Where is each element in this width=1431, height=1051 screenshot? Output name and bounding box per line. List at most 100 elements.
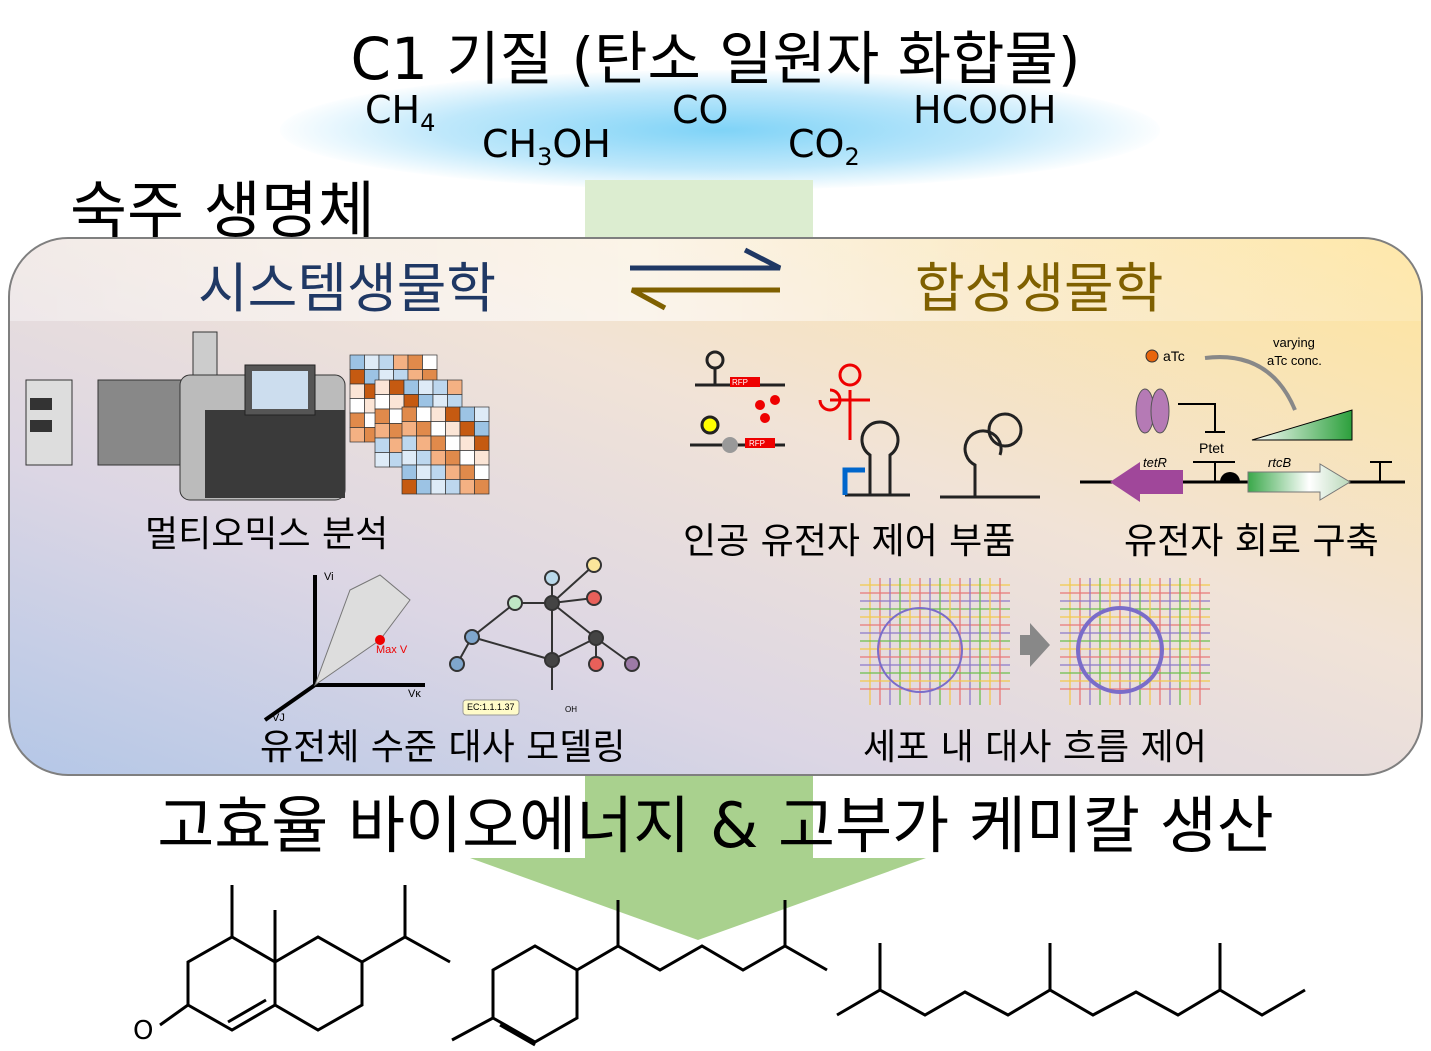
host-box (8, 237, 1423, 776)
heatmap-cell (430, 421, 446, 437)
heatmap-cell (374, 394, 390, 410)
flux-control-label: 세포 내 대사 흐름 제어 (863, 727, 1207, 768)
heatmap-cell (374, 423, 390, 439)
heatmap-cell (445, 406, 461, 422)
chem-ch3oh: CH3OH (482, 122, 611, 171)
pathway-line (1060, 578, 1210, 705)
vi-label: Vi (324, 571, 334, 583)
heatmap-cell (401, 450, 417, 466)
heatmap-cell (474, 464, 490, 480)
heatmap-cell (445, 450, 461, 466)
heatmap-cell (432, 379, 448, 395)
rfp-label-2: RFP (749, 439, 765, 448)
heatmap-cell (349, 427, 365, 443)
tetr-label: tetR (1143, 455, 1167, 470)
systems-biology-label: 시스템생물학 (198, 257, 497, 320)
heatmap-cell (378, 354, 394, 370)
heatmap-cell (349, 398, 365, 414)
heatmap-cell (416, 450, 432, 466)
heatmap-cell (374, 408, 390, 424)
heatmap-cell (416, 464, 432, 480)
heatmap-cell (393, 354, 409, 370)
heatmap-cell (374, 437, 390, 453)
heatmap-cell (389, 379, 405, 395)
pathway-line (860, 578, 1010, 705)
multiomics-label: 멀티오믹스 분석 (145, 514, 389, 555)
metabolic-modeling-label: 유전체 수준 대사 모델링 (260, 727, 626, 768)
heatmap-cell (374, 452, 390, 468)
gene-circuit-icon (1080, 349, 1405, 502)
heatmap-cell (401, 435, 417, 451)
pathway-line (1060, 578, 1210, 705)
heatmap-cell (445, 464, 461, 480)
heatmap-cell (474, 421, 490, 437)
heatmap-cell (374, 379, 390, 395)
ketone-oxygen-label: O (133, 1016, 154, 1046)
page-title: C1 기질 (탄소 일원자 화합물) (350, 25, 1081, 93)
flux-space-icon (263, 574, 425, 722)
heatmap-cell (349, 369, 365, 385)
vk-label: Vκ (408, 688, 421, 700)
pathway-line (1060, 578, 1210, 705)
rfp-label: RFP (732, 378, 748, 387)
heatmap-cell (459, 421, 475, 437)
pathway-line (860, 578, 1010, 705)
heatmap-cell (430, 435, 446, 451)
product-line: 고효율 바이오에너지 & 고부가 케미칼 생산 (157, 789, 1274, 862)
heatmap-cell (349, 412, 365, 428)
maxv-label: Max V (376, 644, 408, 656)
heatmap-cell (416, 421, 432, 437)
atc-conc-label: aTc conc. (1267, 353, 1322, 368)
flux-control-icon (860, 578, 1210, 705)
heatmap-cell (445, 479, 461, 495)
atc-label: aTc (1163, 348, 1185, 364)
heatmap-cell (349, 354, 365, 370)
box-header (10, 239, 1421, 321)
genetic-parts-label: 인공 유전자 제어 부품 (683, 521, 1016, 562)
gene-circuit-label: 유전자 회로 구축 (1124, 521, 1379, 562)
heatmap-cell (364, 354, 380, 370)
chem-ch4: CH4 (365, 88, 436, 137)
heatmap-cell (430, 464, 446, 480)
flow-band-lower (585, 776, 813, 860)
heatmap-cell (349, 383, 365, 399)
heatmap-cell (416, 406, 432, 422)
heatmap-cell (459, 479, 475, 495)
product-molecules-icon (159, 885, 1306, 1047)
heatmap-cell (447, 379, 463, 395)
heatmap-cell (401, 421, 417, 437)
ec-label: EC:1.1.1.37 (467, 702, 515, 712)
heatmap-cell (416, 479, 432, 495)
genetic-parts-icon (690, 350, 1040, 499)
heatmap-cell (422, 354, 438, 370)
heatmap-cell (430, 406, 446, 422)
vj-label: VJ (272, 712, 285, 724)
c1-glow (280, 70, 1160, 190)
heatmap-cell (445, 435, 461, 451)
heatmap-cell (416, 435, 432, 451)
heatmap-cell (407, 354, 423, 370)
heatmap-cell (459, 450, 475, 466)
heatmap-cell (445, 421, 461, 437)
pathway-line (1060, 578, 1210, 705)
tca-cycle (877, 607, 963, 693)
pathway-line (860, 578, 1010, 705)
heatmap-cell (430, 450, 446, 466)
oh-label: OH (565, 705, 577, 714)
chem-co2: CO2 (788, 122, 860, 171)
synthetic-biology-label: 합성생물학 (915, 257, 1164, 320)
heatmap-cell (430, 479, 446, 495)
heatmap-cell (474, 435, 490, 451)
chem-co: CO (672, 88, 729, 132)
rtcb-label: rtcB (1268, 455, 1292, 470)
heatmap-cell (418, 379, 434, 395)
metabolic-network-icon (449, 557, 640, 716)
host-label: 숙주 생명체 (70, 174, 375, 247)
heatmap-cell (403, 379, 419, 395)
pathway-line (860, 578, 1010, 705)
pathway-line (860, 578, 1010, 705)
heatmap-cell (401, 406, 417, 422)
mass-spec-icon (25, 331, 346, 501)
heatmap-icon (349, 354, 490, 495)
